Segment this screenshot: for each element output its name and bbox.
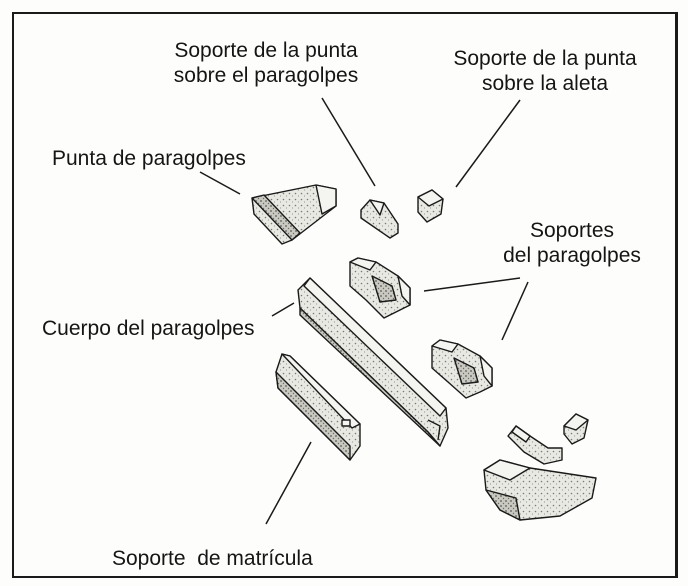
leader-soporte-matricula bbox=[265, 441, 312, 525]
label-soporte-punta-paragolpes-line1: Soporte de la punta bbox=[174, 39, 358, 62]
bumper-tip-left-part bbox=[251, 184, 337, 245]
label-soportes-paragolpes: Soportes del paragolpes bbox=[482, 218, 662, 268]
bumper-tip-right-part bbox=[483, 459, 597, 521]
leader-soportes-1 bbox=[423, 277, 521, 292]
tip-bracket-bumper-part bbox=[360, 199, 399, 239]
label-soporte-punta-paragolpes-line2: sobre el paragolpes bbox=[173, 64, 359, 87]
label-soporte-matricula: Soporte de matrícula bbox=[112, 547, 313, 570]
label-soporte-punta-aleta-line2: sobre la aleta bbox=[481, 72, 609, 95]
label-soporte-punta-aleta: Soporte de la punta sobre la aleta bbox=[438, 46, 652, 96]
tip-bracket-fender-part bbox=[417, 189, 444, 223]
bumper-mount-lower-part bbox=[431, 339, 493, 399]
bumper-body-part bbox=[297, 277, 449, 447]
diagram-frame bbox=[12, 12, 678, 578]
label-soporte-punta-aleta-line1: Soporte de la punta bbox=[453, 47, 637, 70]
license-plate-holder-part bbox=[275, 353, 361, 461]
leader-lines bbox=[199, 97, 529, 525]
label-soportes-paragolpes-line2: del paragolpes bbox=[503, 244, 641, 267]
leader-soportes-2 bbox=[501, 281, 529, 341]
leader-soporte-punta-aleta bbox=[455, 99, 521, 188]
label-soporte-punta-paragolpes: Soporte de la punta sobre el paragolpes bbox=[148, 38, 384, 88]
leader-soporte-punta-paragolpes bbox=[321, 97, 376, 187]
tip-block-right-part bbox=[563, 413, 589, 445]
leader-punta-paragolpes bbox=[199, 171, 241, 195]
bumper-mount-upper-part bbox=[349, 257, 411, 319]
label-soportes-paragolpes-line1: Soportes bbox=[529, 219, 615, 242]
label-cuerpo-paragolpes: Cuerpo del paragolpes bbox=[42, 317, 255, 340]
leader-cuerpo-paragolpes bbox=[271, 302, 295, 317]
tip-bracket-right-part bbox=[507, 425, 563, 465]
label-punta-paragolpes: Punta de paragolpes bbox=[52, 147, 246, 170]
